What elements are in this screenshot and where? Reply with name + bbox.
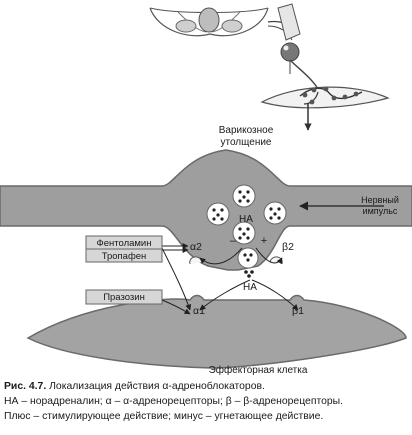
caption-title: Локализация действия α-адреноблокаторов.	[49, 381, 265, 392]
drug-box-phentolamine: Фентоламин	[85, 235, 163, 250]
drug-label: Фентоламин	[97, 238, 152, 249]
effector-cell-label: Эффекторная клетка	[209, 364, 308, 376]
figure-number: Рис. 4.7.	[4, 381, 47, 392]
vesicle-releasing	[237, 247, 259, 269]
na-cleft-label: НА	[243, 282, 257, 293]
arrows	[161, 201, 384, 315]
nerve-impulse-label-line1: Нервный	[361, 195, 399, 205]
axon-varicosity	[0, 149, 412, 271]
adrenergic-synapse-diagram: Фентоламин Тропафен Празозин Варикозное …	[0, 3, 412, 376]
alpha1-label: α1	[193, 305, 205, 317]
nerve-impulse-label-line2: импульс	[363, 206, 398, 216]
na-vesicle-label: НА	[239, 214, 253, 225]
inhibition-sign: –	[230, 235, 237, 247]
drug-box-prazosin: Празозин	[85, 289, 163, 305]
beta1-label: β1	[292, 305, 304, 317]
caption-line-1: Рис. 4.7. Локализация действия α-адреноб…	[4, 379, 410, 394]
caption-line-2: НА – норадреналин; α – α-адренорецепторы…	[4, 396, 343, 407]
drug-label: Празозин	[103, 292, 145, 303]
effector-cell	[26, 294, 407, 369]
spinal-cord-inset	[149, 3, 390, 131]
vesicles	[206, 184, 287, 278]
vesicle	[232, 221, 256, 245]
beta2-label: β2	[282, 241, 294, 253]
caption-line-3: Плюс – стимулирующее действие; минус – у…	[4, 411, 324, 422]
drug-box-tropafen: Тропафен	[85, 248, 163, 263]
vesicle	[232, 184, 256, 208]
varicosity-label-line2: утолщение	[221, 137, 272, 148]
released-na-dot	[244, 270, 248, 274]
figure-caption: Рис. 4.7. Локализация действия α-адреноб…	[4, 379, 410, 424]
vesicle	[263, 201, 287, 225]
released-na-dot	[247, 274, 251, 278]
released-na-dot	[250, 270, 254, 274]
stimulation-sign: +	[261, 235, 267, 247]
varicosity-label-line1: Варикозное	[219, 125, 274, 136]
alpha2-label: α2	[190, 241, 202, 253]
drug-label: Тропафен	[102, 251, 147, 262]
vesicle	[206, 202, 230, 226]
